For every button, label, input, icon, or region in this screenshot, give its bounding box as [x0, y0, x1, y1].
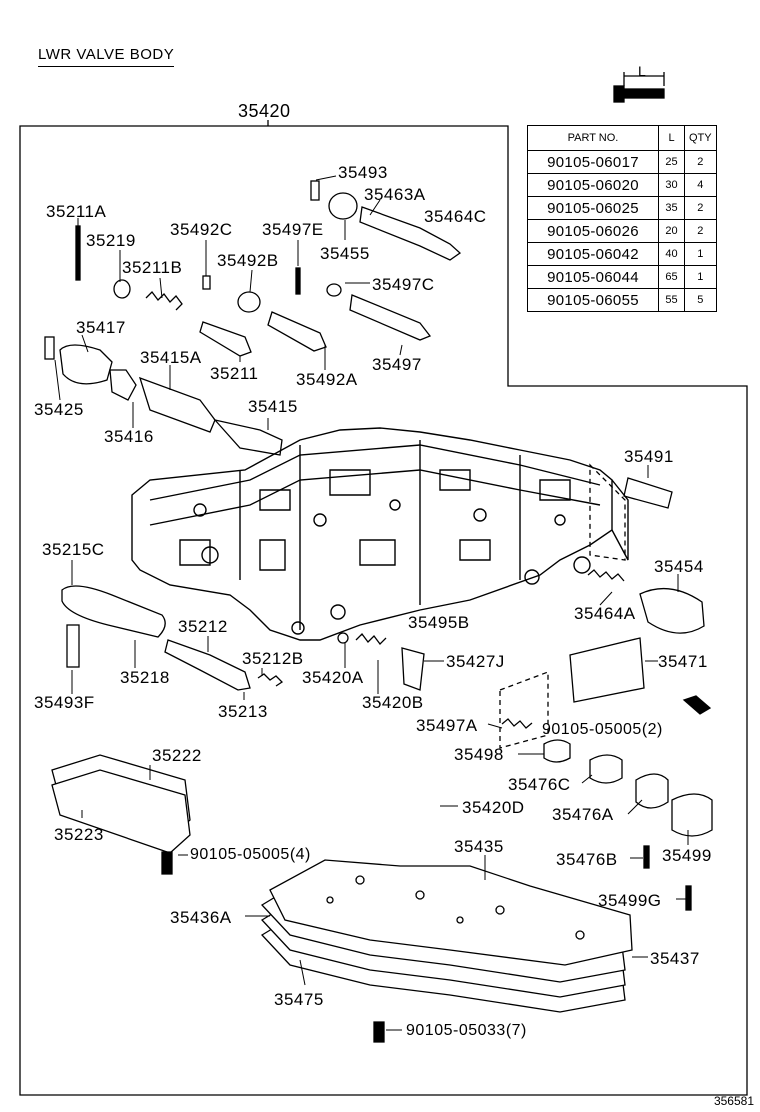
- part-number: 90105-06020: [527, 173, 659, 197]
- part-number: 90105-06026: [527, 219, 659, 243]
- length: 40: [658, 242, 685, 266]
- callout-35476A: 35476A: [552, 805, 614, 824]
- header-qty: QTY: [684, 125, 717, 151]
- callout-35476C: 35476C: [508, 775, 571, 794]
- callout-35415: 35415: [248, 397, 298, 416]
- length: 35: [658, 196, 685, 220]
- callout-35493F: 35493F: [34, 693, 95, 712]
- header-part-no: PART NO.: [527, 125, 659, 151]
- part-number: 90105-06055: [527, 288, 659, 312]
- quantity: 4: [684, 173, 717, 197]
- callout-35454: 35454: [654, 557, 704, 576]
- length: 55: [658, 288, 685, 312]
- quantity: 1: [684, 265, 717, 289]
- left-spools: [61, 585, 425, 691]
- callout-35464A: 35464A: [574, 604, 636, 623]
- callout-35420D: 35420D: [462, 798, 525, 817]
- quantity: 2: [684, 150, 717, 174]
- callout-35218: 35218: [120, 668, 170, 687]
- callout-90105-05005-4: 90105-05005(4): [190, 846, 311, 863]
- callout-35471: 35471: [658, 652, 708, 671]
- bolt-icon: [613, 72, 665, 103]
- callout-35499: 35499: [662, 846, 712, 865]
- callout-35455: 35455: [320, 244, 370, 263]
- part-number: 90105-06042: [527, 242, 659, 266]
- callout-35415A: 35415A: [140, 348, 202, 367]
- diagram-title: LWR VALVE BODY: [38, 46, 175, 67]
- callout-35211A: 35211A: [46, 202, 107, 221]
- part-number: 90105-06025: [527, 196, 659, 220]
- callout-35437: 35437: [650, 949, 700, 968]
- assembly-boundary: [19, 125, 748, 1096]
- quantity: 2: [684, 219, 717, 243]
- callout-35497A: 35497A: [416, 716, 478, 735]
- callout-35425: 35425: [34, 400, 84, 419]
- length: 30: [658, 173, 685, 197]
- quantity: 2: [684, 196, 717, 220]
- callout-35219: 35219: [86, 231, 136, 250]
- callout-35491: 35491: [624, 447, 674, 466]
- length: 25: [658, 150, 685, 174]
- callout-35476B: 35476B: [556, 850, 618, 869]
- leader-lines: [54, 175, 689, 1031]
- part-number: 90105-06044: [527, 265, 659, 289]
- callout-35435: 35435: [454, 837, 504, 856]
- callout-35464C: 35464C: [424, 207, 487, 226]
- callout-35497E: 35497E: [262, 220, 324, 239]
- callout-35211B: 35211B: [122, 258, 183, 277]
- bolt-table-header: PART NO. L QTY: [527, 125, 717, 151]
- quantity: 1: [684, 242, 717, 266]
- callout-35493: 35493: [338, 163, 388, 182]
- callout-35492C: 35492C: [170, 220, 233, 239]
- callout-35212: 35212: [178, 617, 228, 636]
- callout-35495B: 35495B: [408, 613, 470, 632]
- callout-90105-05005-2: 90105-05005(2): [542, 721, 663, 738]
- callout-35497C: 35497C: [372, 275, 435, 294]
- callout-35497: 35497: [372, 355, 422, 374]
- part-number: 90105-06017: [527, 150, 659, 174]
- cover-and-gaskets: [51, 754, 191, 875]
- callout-35223: 35223: [54, 825, 104, 844]
- callout-35420A: 35420A: [302, 668, 364, 687]
- callout-35492B: 35492B: [217, 251, 279, 270]
- callout-35436A: 35436A: [170, 908, 232, 927]
- callout-90105-05033-7: 90105-05033(7): [406, 1022, 527, 1039]
- right-parts: [499, 463, 713, 911]
- callout-35213: 35213: [218, 702, 268, 721]
- header-length: L: [658, 125, 685, 151]
- callout-35211: 35211: [210, 364, 259, 383]
- valve-spools: [44, 180, 462, 456]
- callout-35420B: 35420B: [362, 693, 424, 712]
- valve-body: [131, 427, 629, 641]
- drawing-number: 356581: [713, 1094, 754, 1108]
- callout-35475: 35475: [274, 990, 324, 1009]
- callout-35416: 35416: [104, 427, 154, 446]
- length: 65: [658, 265, 685, 289]
- callout-35215C: 35215C: [42, 540, 105, 559]
- callout-35499G: 35499G: [598, 891, 662, 910]
- assembly-number: 35420: [238, 101, 291, 121]
- callout-35417: 35417: [76, 318, 126, 337]
- callout-35492A: 35492A: [296, 370, 358, 389]
- callout-35222: 35222: [152, 746, 202, 765]
- callout-35498: 35498: [454, 745, 504, 764]
- callout-35463A: 35463A: [364, 185, 426, 204]
- callout-35427J: 35427J: [446, 652, 505, 671]
- bolt-length-label: L: [638, 63, 647, 79]
- separator-plates: [260, 859, 633, 1043]
- quantity: 5: [684, 288, 717, 312]
- callout-35212B: 35212B: [242, 649, 304, 668]
- length: 20: [658, 219, 685, 243]
